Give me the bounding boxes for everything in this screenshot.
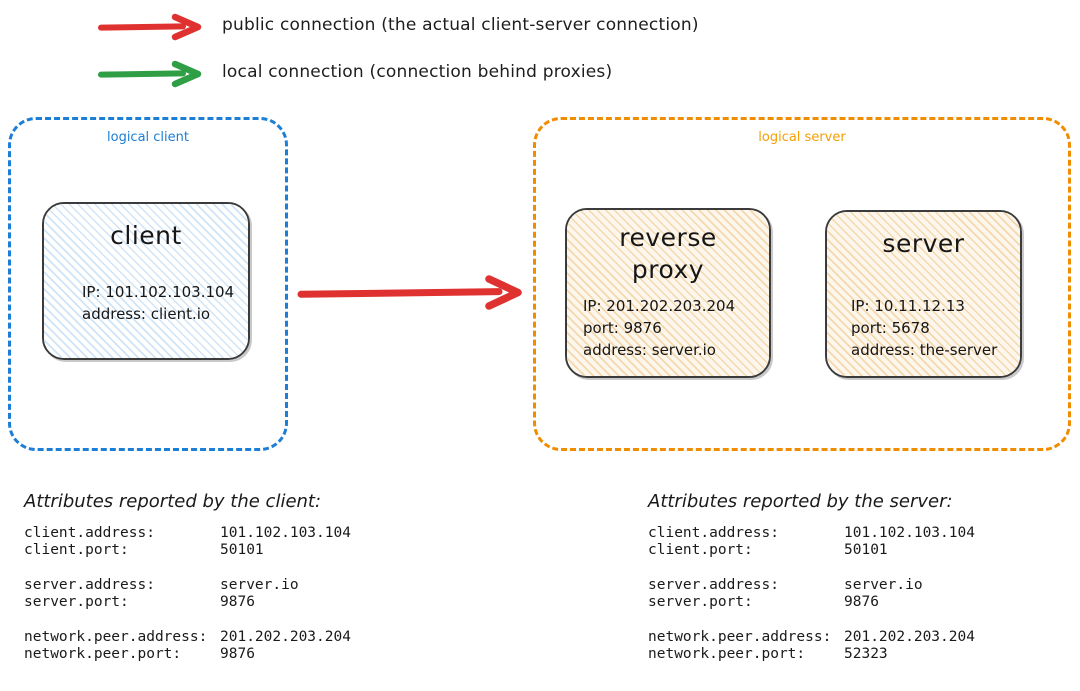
node-server-title: server (882, 229, 965, 258)
node-reverse-proxy[interactable]: reverse proxy IP: 201.202.203.204 port: … (565, 208, 771, 378)
node-client-props: IP: 101.102.103.104 address: client.io (82, 282, 248, 326)
arrow-right-icon (98, 13, 202, 41)
node-reverse-proxy-props: IP: 201.202.203.204 port: 9876 address: … (583, 296, 769, 361)
logical-server-zone: logical server (533, 117, 1071, 451)
attr-value: 9876 (220, 594, 255, 610)
table-row-spacer (24, 559, 351, 577)
attributes-server-block: Attributes reported by the server: clien… (648, 491, 975, 663)
attributes-client-heading: Attributes reported by the client: (24, 491, 322, 512)
attributes-server-table: client.address: 101.102.103.104 client.p… (648, 525, 975, 663)
attr-key: client.address: (24, 525, 155, 541)
attr-key: client.port: (24, 542, 129, 558)
node-reverse-proxy-prop-address: address: server.io (583, 340, 716, 359)
node-client[interactable]: client IP: 101.102.103.104 address: clie… (42, 202, 250, 360)
attr-value: 201.202.203.204 (844, 629, 975, 645)
attributes-client-block: Attributes reported by the client: clien… (24, 491, 351, 663)
table-row: network.peer.address: 201.202.203.204 (648, 629, 975, 646)
legend-label-local: local connection (connection behind prox… (222, 62, 613, 82)
node-server-props: IP: 10.11.12.13 port: 5678 address: the-… (851, 296, 1020, 361)
logical-client-label: logical client (107, 130, 189, 145)
table-row: network.peer.port: 9876 (24, 646, 351, 663)
attr-value: 52323 (844, 646, 888, 662)
logical-client-zone: logical client (8, 117, 288, 451)
attr-key: network.peer.address: (24, 629, 208, 645)
table-row: network.peer.address: 201.202.203.204 (24, 629, 351, 646)
table-row: server.port: 9876 (648, 594, 975, 611)
attr-key: server.port: (648, 594, 753, 610)
attr-key: network.peer.port: (648, 646, 806, 662)
hatch-pattern (567, 210, 769, 376)
attr-key: client.address: (648, 525, 779, 541)
node-client-title: client (110, 221, 182, 250)
table-row-spacer (648, 611, 975, 629)
table-row: server.address: server.io (648, 577, 975, 594)
table-row-spacer (24, 611, 351, 629)
arrow-right-icon (98, 60, 202, 88)
table-row: client.address: 101.102.103.104 (24, 525, 351, 542)
node-reverse-proxy-prop-ip: IP: 201.202.203.204 (583, 297, 736, 315)
table-row: network.peer.port: 52323 (648, 646, 975, 663)
attr-key: server.address: (648, 577, 779, 593)
attr-value: 9876 (220, 646, 255, 662)
table-row: server.port: 9876 (24, 594, 351, 611)
attr-value: 101.102.103.104 (844, 525, 975, 541)
table-row-spacer (648, 559, 975, 577)
attr-value: 50101 (220, 542, 264, 558)
attributes-server-heading: Attributes reported by the server: (648, 491, 953, 512)
node-server-prop-ip: IP: 10.11.12.13 (851, 297, 965, 315)
table-row: client.port: 50101 (24, 542, 351, 559)
public-connection-arrow (297, 275, 522, 310)
attr-key: network.peer.port: (24, 646, 182, 662)
node-reverse-proxy-prop-port: port: 9876 (583, 318, 662, 337)
legend-label-public: public connection (the actual client-ser… (222, 15, 699, 35)
attr-key: network.peer.address: (648, 629, 832, 645)
logical-server-label: logical server (758, 130, 846, 145)
node-client-prop-address: address: client.io (82, 304, 211, 323)
node-server-prop-address: address: the-server (851, 340, 998, 359)
node-client-prop-ip: IP: 101.102.103.104 (82, 283, 235, 301)
node-server-prop-port: port: 5678 (851, 318, 930, 337)
table-row: client.port: 50101 (648, 542, 975, 559)
table-row: server.address: server.io (24, 577, 351, 594)
attributes-client-table: client.address: 101.102.103.104 client.p… (24, 525, 351, 663)
node-server[interactable]: server IP: 10.11.12.13 port: 5678 addres… (825, 210, 1022, 378)
attr-key: client.port: (648, 542, 753, 558)
attr-value: 9876 (844, 594, 879, 610)
attr-key: server.port: (24, 594, 129, 610)
hatch-pattern (44, 204, 248, 358)
attr-value: 50101 (844, 542, 888, 558)
hatch-pattern (827, 212, 1020, 376)
table-row: client.address: 101.102.103.104 (648, 525, 975, 542)
attr-value: server.io (220, 577, 299, 593)
attr-key: server.address: (24, 577, 155, 593)
attr-value: server.io (844, 577, 923, 593)
attr-value: 101.102.103.104 (220, 525, 351, 541)
node-reverse-proxy-title: reverse proxy (619, 223, 717, 284)
attr-value: 201.202.203.204 (220, 629, 351, 645)
